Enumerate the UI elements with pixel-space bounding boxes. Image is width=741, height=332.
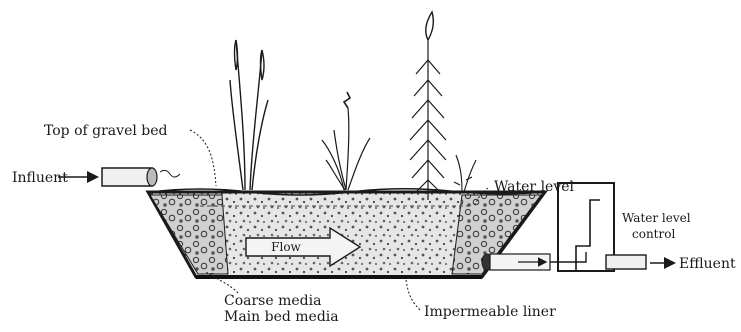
influent-pipe: Influent: [12, 168, 180, 186]
influent-label: Influent: [12, 170, 68, 186]
effluent-label: Effluent: [679, 256, 736, 272]
bulrush-plant-icon: [322, 92, 370, 190]
top-of-gravel-bed-leader: [190, 130, 216, 186]
water-level-control-box: Effluent Water level control: [550, 183, 736, 272]
impermeable-liner-leader: [406, 280, 420, 310]
impermeable-liner-label: Impermeable liner: [424, 304, 556, 320]
top-of-gravel-bed-label: Top of gravel bed: [44, 123, 168, 139]
water-level-label: Water level: [494, 179, 575, 195]
main-bed-media-label: Main bed media: [224, 309, 339, 325]
fern-plant-icon: [454, 155, 476, 192]
flow-label: Flow: [271, 240, 301, 254]
water-level-control-label-line1: Water level: [622, 211, 691, 225]
reed-plant-icon: [230, 40, 268, 190]
sedge-plant-icon: [410, 12, 446, 200]
water-level-control-label-line2: control: [632, 227, 675, 241]
outlet-pipe: [482, 254, 550, 270]
coarse-media-label: Coarse media: [224, 293, 321, 309]
